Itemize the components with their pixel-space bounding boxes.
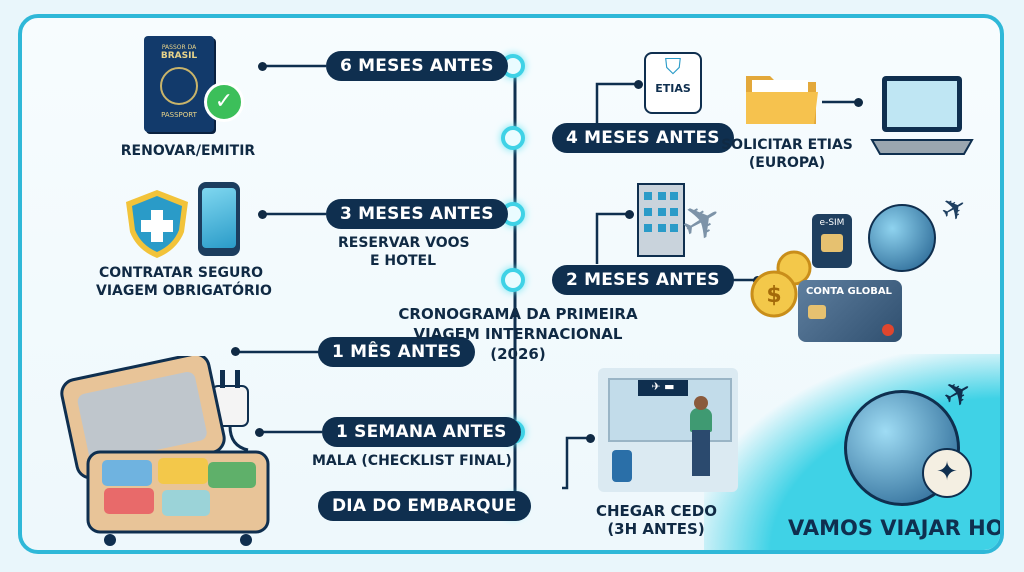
coins-icon: $ bbox=[750, 250, 812, 318]
mastercard-icon bbox=[882, 324, 894, 336]
shield-check-icon: ⛉ bbox=[664, 55, 682, 80]
caption-line: CHEGAR CEDO bbox=[596, 502, 717, 520]
caption-line: (EUROPA) bbox=[748, 155, 826, 171]
connector-dot bbox=[258, 210, 267, 219]
step-1-semana-label: 1 SEMANA ANTES bbox=[322, 417, 521, 447]
connector-dot bbox=[231, 347, 240, 356]
caption-line: E HOTEL bbox=[369, 253, 437, 269]
bank-card-icon: CONTA GLOBAL bbox=[798, 280, 902, 342]
step-3-meses-label: 3 MESES ANTES bbox=[326, 199, 508, 229]
caption-reservar: RESERVAR VOOS E HOTEL bbox=[338, 234, 470, 270]
title-line: VIAGEM INTERNACIONAL bbox=[413, 325, 623, 343]
timeline-title: CRONOGRAMA DA PRIMEIRA VIAGEM INTERNACIO… bbox=[398, 304, 638, 364]
folder-icon bbox=[746, 76, 818, 124]
smartphone-icon bbox=[198, 182, 240, 256]
caption-line: CONTRATAR SEGURO bbox=[98, 265, 264, 281]
infographic-frame: 6 MESES ANTES 4 MESES ANTES 3 MESES ANTE… bbox=[18, 14, 1004, 554]
connector-dot bbox=[854, 98, 863, 107]
connector-dot bbox=[258, 62, 267, 71]
title-line: CRONOGRAMA DA PRIMEIRA bbox=[398, 305, 638, 323]
step-1-mes-label: 1 MÊS ANTES bbox=[318, 337, 476, 367]
caption-line: (3H ANTES) bbox=[607, 520, 705, 538]
step-embarque-label: DIA DO EMBARQUE bbox=[318, 491, 531, 521]
connector-dot bbox=[634, 80, 643, 89]
emblem-icon bbox=[160, 67, 198, 105]
caption-line: RESERVAR VOOS bbox=[338, 235, 470, 251]
suitcase-icon bbox=[60, 356, 270, 546]
caption-line: SOLICITAR ETIAS bbox=[721, 137, 853, 153]
passport-icon: PASSOR DA BRASIL PASSPORT bbox=[144, 36, 214, 132]
esim-card-icon: e-SIM bbox=[812, 214, 852, 268]
caption-seguro: CONTRATAR SEGURO VIAGEM OBRIGATÓRIO bbox=[96, 264, 272, 300]
step-4-meses-label: 4 MESES ANTES bbox=[552, 123, 734, 153]
passport-text: BRASIL bbox=[160, 51, 198, 61]
title-line: (2026) bbox=[490, 345, 546, 363]
esim-text: e-SIM bbox=[819, 218, 845, 228]
connector-dot bbox=[625, 210, 634, 219]
etias-text: ETIAS bbox=[655, 82, 691, 95]
compass-icon: ✦ bbox=[922, 448, 972, 498]
globe-icon bbox=[868, 204, 936, 272]
hotel-icon bbox=[637, 183, 685, 257]
passport-text: PASSOR DA bbox=[161, 44, 197, 51]
etias-badge: ⛉ ETIAS bbox=[644, 52, 702, 114]
caption-etias: SOLICITAR ETIAS (EUROPA) bbox=[712, 136, 862, 172]
laptop-icon bbox=[870, 76, 974, 155]
connector-dot bbox=[586, 434, 595, 443]
caption-mala: MALA (CHECKLIST FINAL) bbox=[312, 453, 512, 469]
shield-icon bbox=[126, 190, 188, 258]
timeline-node bbox=[501, 268, 525, 292]
passport-text: PASSPORT bbox=[161, 111, 197, 119]
caption-chegar: CHEGAR CEDO (3H ANTES) bbox=[596, 502, 717, 538]
slogan: VAMOS VIAJAR HOJE bbox=[788, 516, 1004, 540]
step-2-meses-label: 2 MESES ANTES bbox=[552, 265, 734, 295]
caption-line: VIAGEM OBRIGATÓRIO bbox=[96, 283, 272, 299]
timeline-node bbox=[501, 126, 525, 150]
checkmark-icon: ✓ bbox=[204, 82, 244, 122]
connector-dot bbox=[255, 428, 264, 437]
caption-renovar: RENOVAR/EMITIR bbox=[120, 143, 256, 159]
step-6-meses-label: 6 MESES ANTES bbox=[326, 51, 508, 81]
chip-icon bbox=[821, 234, 843, 252]
airport-scene-icon: ✈ ▬ bbox=[598, 368, 738, 492]
card-text: CONTA GLOBAL bbox=[806, 286, 892, 297]
svg-text:$: $ bbox=[766, 283, 781, 308]
chip-icon bbox=[808, 305, 826, 319]
